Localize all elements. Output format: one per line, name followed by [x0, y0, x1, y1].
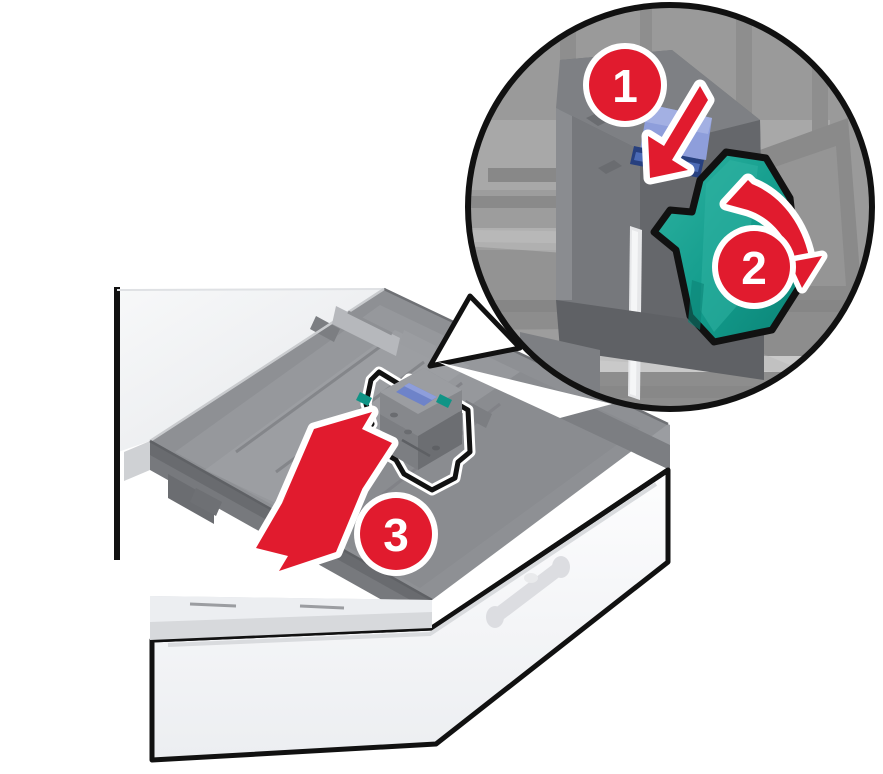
callout-badge-3-label: 3 — [383, 509, 409, 561]
callout-badge-1-label: 1 — [612, 60, 638, 112]
tray-handle[interactable] — [486, 556, 570, 628]
tray-front-lip — [150, 596, 432, 640]
paper-length-guide[interactable] — [356, 366, 476, 496]
callout-badge-1[interactable]: 1 — [583, 43, 667, 127]
guide-lever-small — [436, 394, 452, 408]
callout-badge-2-label: 2 — [741, 242, 767, 294]
tray-rear-bracket — [332, 306, 436, 360]
arrow-press-down — [641, 79, 715, 185]
release-tab-small — [396, 383, 437, 406]
arrow-slide-double — [249, 405, 399, 578]
callout-badge-2[interactable]: 2 — [712, 225, 796, 309]
callout-badges: 1 2 3 — [354, 43, 796, 576]
callout-badge-3[interactable]: 3 — [354, 492, 438, 576]
magnifier-leader — [427, 293, 612, 418]
